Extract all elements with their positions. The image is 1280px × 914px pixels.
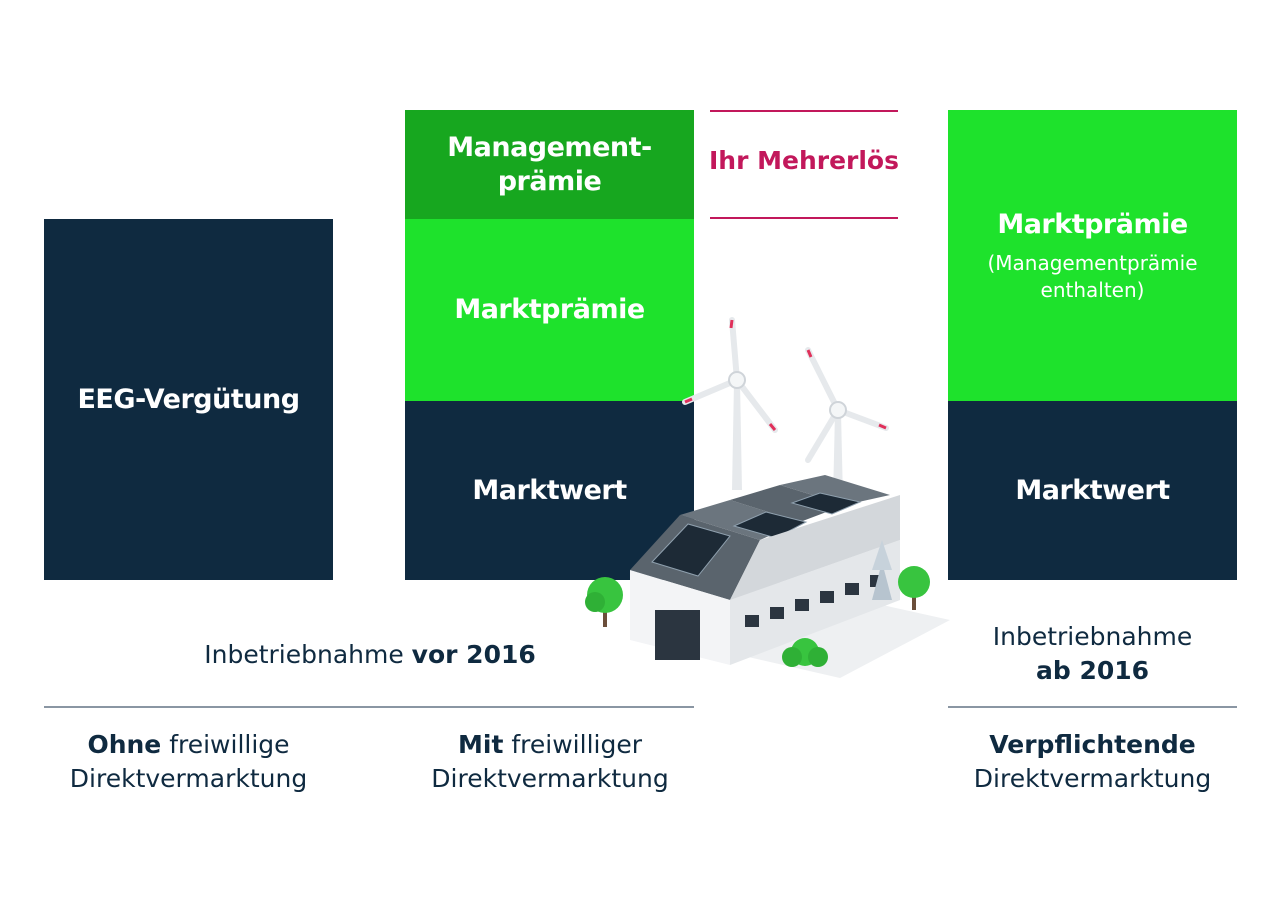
marktpraemie-block-mid: Marktprämie (405, 219, 694, 401)
tree-icon-3 (872, 540, 930, 610)
caption-right-bold: Verpflichtende (989, 730, 1196, 759)
eeg-verguetung-block: EEG-Vergütung (44, 219, 333, 580)
caption-mid-rest: freiwilliger (503, 730, 642, 759)
inbetriebnahme-right-bold: ab 2016 (1035, 656, 1150, 685)
mehrerloes-line-top (710, 110, 898, 112)
management-praemie-label-1: Management- (447, 131, 652, 163)
wind-turbine-icon-2 (805, 347, 889, 500)
management-praemie-block: Management- prämie (405, 110, 694, 219)
inbetriebnahme-right-line1: Inbetriebnahme (992, 622, 1193, 651)
divider-right (948, 706, 1237, 708)
management-praemie-label-2: prämie (497, 165, 602, 197)
caption-left-bold: Ohne (87, 730, 162, 759)
eeg-verguetung-label: EEG-Vergütung (77, 383, 300, 415)
caption-ohne-direktvermarktung: Ohne freiwillige Direktvermarktung (30, 728, 347, 796)
inbetriebnahme-left-prefix: Inbetriebnahme (204, 640, 412, 669)
inbetriebnahme-left-bold: vor 2016 (411, 640, 536, 669)
caption-left-line2: Direktvermarktung (69, 764, 308, 793)
caption-right-line2: Direktvermarktung (973, 764, 1212, 793)
wind-turbine-icon (682, 317, 778, 490)
caption-verpflichtende-direktvermarktung: Verpflichtende Direktvermarktung (940, 728, 1245, 796)
marktwert-block-right: Marktwert (948, 401, 1237, 580)
tree-icon (585, 577, 623, 627)
marktwert-label-mid: Marktwert (472, 474, 627, 506)
caption-left-rest: freiwillige (161, 730, 290, 759)
caption-mit-direktvermarktung: Mit freiwilliger Direktvermarktung (390, 728, 710, 796)
divider-left (44, 706, 694, 708)
inbetriebnahme-vor-2016: Inbetriebnahme vor 2016 (140, 638, 600, 672)
marktpraemie-label-right: Marktprämie (997, 208, 1188, 240)
caption-mid-bold: Mit (458, 730, 504, 759)
marktpraemie-note-2: enthalten) (1040, 277, 1145, 302)
marktpraemie-note-1: (Managementprämie (987, 250, 1198, 275)
mehrerloes-label: Ihr Mehrerlös (708, 146, 899, 175)
tree-icon-2 (782, 638, 828, 667)
mehrerloes-line-bottom (710, 217, 898, 219)
marktpraemie-label-mid: Marktprämie (454, 294, 645, 325)
factory-wind-illustration (585, 317, 950, 678)
marktwert-block-mid: Marktwert (405, 401, 694, 580)
marktwert-label-right: Marktwert (1015, 474, 1170, 506)
inbetriebnahme-ab-2016: Inbetriebnahme ab 2016 (948, 620, 1237, 688)
marktpraemie-block-right: Marktprämie (Managementprämie enthalten) (948, 110, 1237, 401)
caption-mid-line2: Direktvermarktung (431, 764, 669, 793)
